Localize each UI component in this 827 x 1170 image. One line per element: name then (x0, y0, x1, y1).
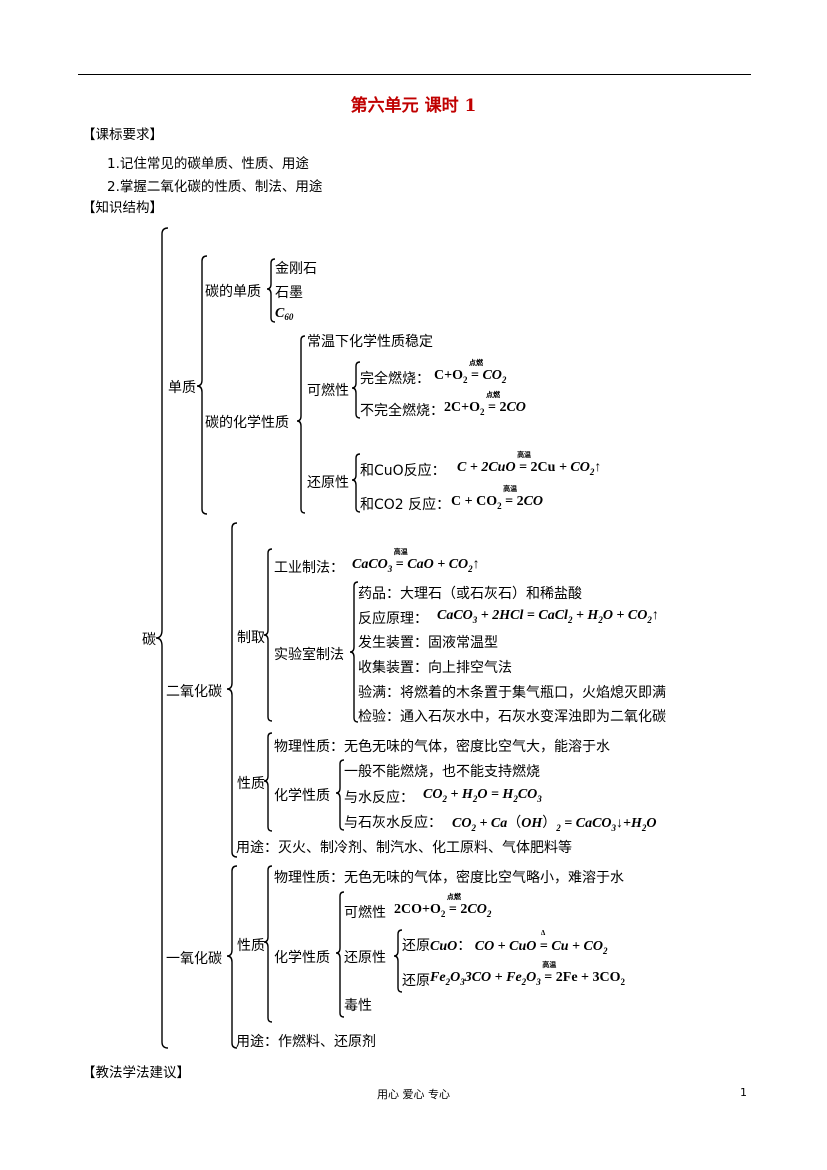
eq-c-co2: C + CO2 =高温 2CO (451, 485, 544, 511)
eq-complete-combustion: C+O2 =点燃 CO2 (434, 359, 507, 385)
eq-co2-water: CO2 + H2O = H2CO3 (423, 787, 542, 804)
node-reducing: 还原性 (307, 475, 349, 491)
co-reducing-label: 还原性 (344, 950, 386, 966)
node-carbon: 碳 (142, 632, 156, 648)
requirement-2: 2.掌握二氧化碳的性质、制法、用途 (107, 179, 323, 195)
eq-co-cuo: CuO： CO + CuO =Δ Cu + CO2 (430, 929, 608, 956)
co2-limewater-label: 与石灰水反应： (344, 815, 442, 831)
node-co-chem: 化学性质 (274, 950, 330, 966)
eq-co2-limewater: CO2 + Ca（OH）2 = CaCO3↓+H2O (452, 816, 657, 833)
form-graphite: 石墨 (275, 285, 303, 301)
eq-c-cuo: C + 2CuO =高温 2Cu + CO2↑ (457, 451, 602, 477)
node-lab-prep: 实验室制法 (274, 647, 344, 663)
complete-combustion-label: 完全燃烧： (360, 371, 430, 387)
node-co2: 二氧化碳 (166, 684, 222, 700)
structure-heading: 【知识结构】 (82, 200, 163, 216)
co2-uses: 用途：灭火、制冷剂、制汽水、化工原料、气体肥料等 (236, 840, 572, 856)
requirements-heading: 【课标要求】 (82, 127, 163, 143)
node-carbon-forms: 碳的单质 (205, 284, 261, 300)
form-diamond: 金刚石 (275, 261, 317, 277)
co2-reaction-label: 和CO2 反应： (360, 497, 451, 513)
header-rule (78, 74, 751, 75)
eq-co-combustion: 2CO+O2 =点燃 2CO2 (394, 893, 492, 919)
page-number: 1 (740, 1086, 747, 1099)
eq-industrial: CaCO3 =高温 CaO + CO2↑ (352, 548, 480, 574)
co-combustible-label: 可燃性 (344, 905, 386, 921)
lab-apparatus: 发生装置：固液常温型 (358, 635, 498, 651)
co2-physical: 物理性质：无色无味的气体，密度比空气大，能溶于水 (274, 739, 610, 755)
co-toxicity: 毒性 (344, 998, 372, 1014)
eq-co-fe2o3: Fe2O33CO + Fe2O3 =高温 2Fe + 3CO2 (430, 961, 626, 987)
node-combustible: 可燃性 (307, 383, 349, 399)
lab-reagents: 药品：大理石（或石灰石）和稀盐酸 (358, 586, 582, 602)
incomplete-combustion-label: 不完全燃烧： (360, 403, 444, 419)
requirement-1: 1.记住常见的碳单质、性质、用途 (107, 156, 309, 172)
lab-principle-label: 反应原理： (358, 611, 428, 627)
eq-lab-principle: CaCO3 + 2HCl = CaCl2 + H2O + CO2↑ (437, 608, 659, 625)
lab-collection: 收集装置：向上排空气法 (358, 660, 512, 676)
node-carbon-chem: 碳的化学性质 (205, 415, 289, 431)
lab-test: 检验：通入石灰水中，石灰水变浑浊即为二氧化碳 (358, 709, 666, 725)
node-co: 一氧化碳 (166, 951, 222, 967)
eq-incomplete-combustion: 2C+O2 =点燃 2CO (444, 391, 526, 417)
lab-full-check: 验满：将燃着的木条置于集气瓶口，火焰熄灭即满 (358, 685, 666, 701)
cuo-reaction-label: 和CuO反应： (360, 463, 446, 479)
node-co2-props: 性质 (237, 776, 265, 792)
node-elemental: 单质 (168, 380, 196, 396)
industrial-label: 工业制法： (274, 560, 344, 576)
co-reduce-fe2o3-label: 还原 (402, 973, 430, 989)
teaching-heading: 【教法学法建议】 (82, 1065, 190, 1081)
carbon-stable: 常温下化学性质稳定 (307, 334, 433, 350)
footer-motto: 用心 爱心 专心 (377, 1088, 450, 1101)
page-title: 第六单元 课时 1 (350, 96, 477, 116)
form-c60: C60 (275, 306, 294, 322)
node-co2-prep: 制取 (237, 630, 265, 646)
co-physical: 物理性质：无色无味的气体，密度比空气略小，难溶于水 (274, 870, 624, 886)
co-uses: 用途：作燃料、还原剂 (236, 1034, 376, 1050)
node-co-props: 性质 (237, 938, 265, 954)
co-reduce-cuo-label: 还原 (402, 938, 430, 954)
node-co2-chem: 化学性质 (274, 788, 330, 804)
co2-nonflammable: 一般不能燃烧，也不能支持燃烧 (344, 764, 540, 780)
co2-water-label: 与水反应： (344, 790, 414, 806)
